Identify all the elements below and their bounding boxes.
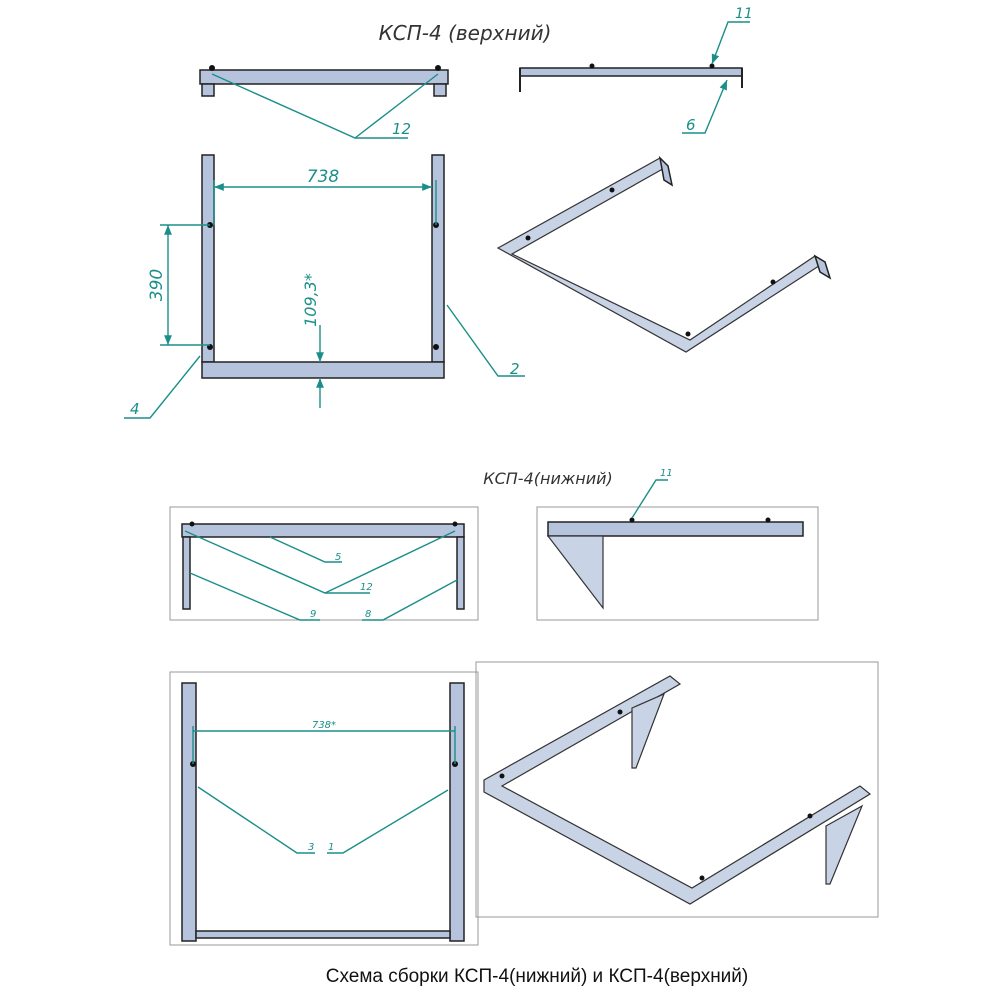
label-8: 8 (365, 609, 371, 620)
dim-738-lower: 738* (312, 720, 336, 731)
label-2: 2 (510, 360, 520, 378)
label-5: 5 (335, 552, 341, 563)
dim-109-3: 109,3* (301, 273, 320, 327)
lower-side-view: 5 12 9 8 (169, 506, 479, 621)
label-11-lower: 11 (660, 468, 673, 479)
dim-738: 738 (307, 167, 340, 187)
label-12-lower: 12 (360, 582, 373, 593)
label-9: 9 (310, 609, 316, 620)
lower-plan-view: 738* 3 1 (169, 671, 479, 946)
lower-isometric-view (475, 661, 879, 918)
label-6: 6 (686, 116, 696, 134)
title-lower: КСП-4(нижний) (483, 469, 613, 488)
title-upper: КСП-4 (верхний) (379, 21, 552, 45)
label-12: 12 (392, 120, 411, 138)
label-3: 3 (308, 842, 314, 853)
upper-isometric-view (496, 155, 832, 353)
label-11: 11 (735, 6, 753, 22)
label-4: 4 (130, 400, 140, 418)
upper-side-view: 12 (199, 65, 449, 139)
lower-end-view: 11 (536, 468, 819, 621)
label-1: 1 (328, 842, 334, 853)
caption: Схема сборки КСП-4(нижний) и КСП-4(верхн… (326, 966, 749, 987)
upper-plan-view: 738 390 109,3* 2 4 (124, 154, 525, 419)
upper-end-view: 11 6 (519, 6, 753, 134)
dim-390: 390 (147, 269, 167, 301)
